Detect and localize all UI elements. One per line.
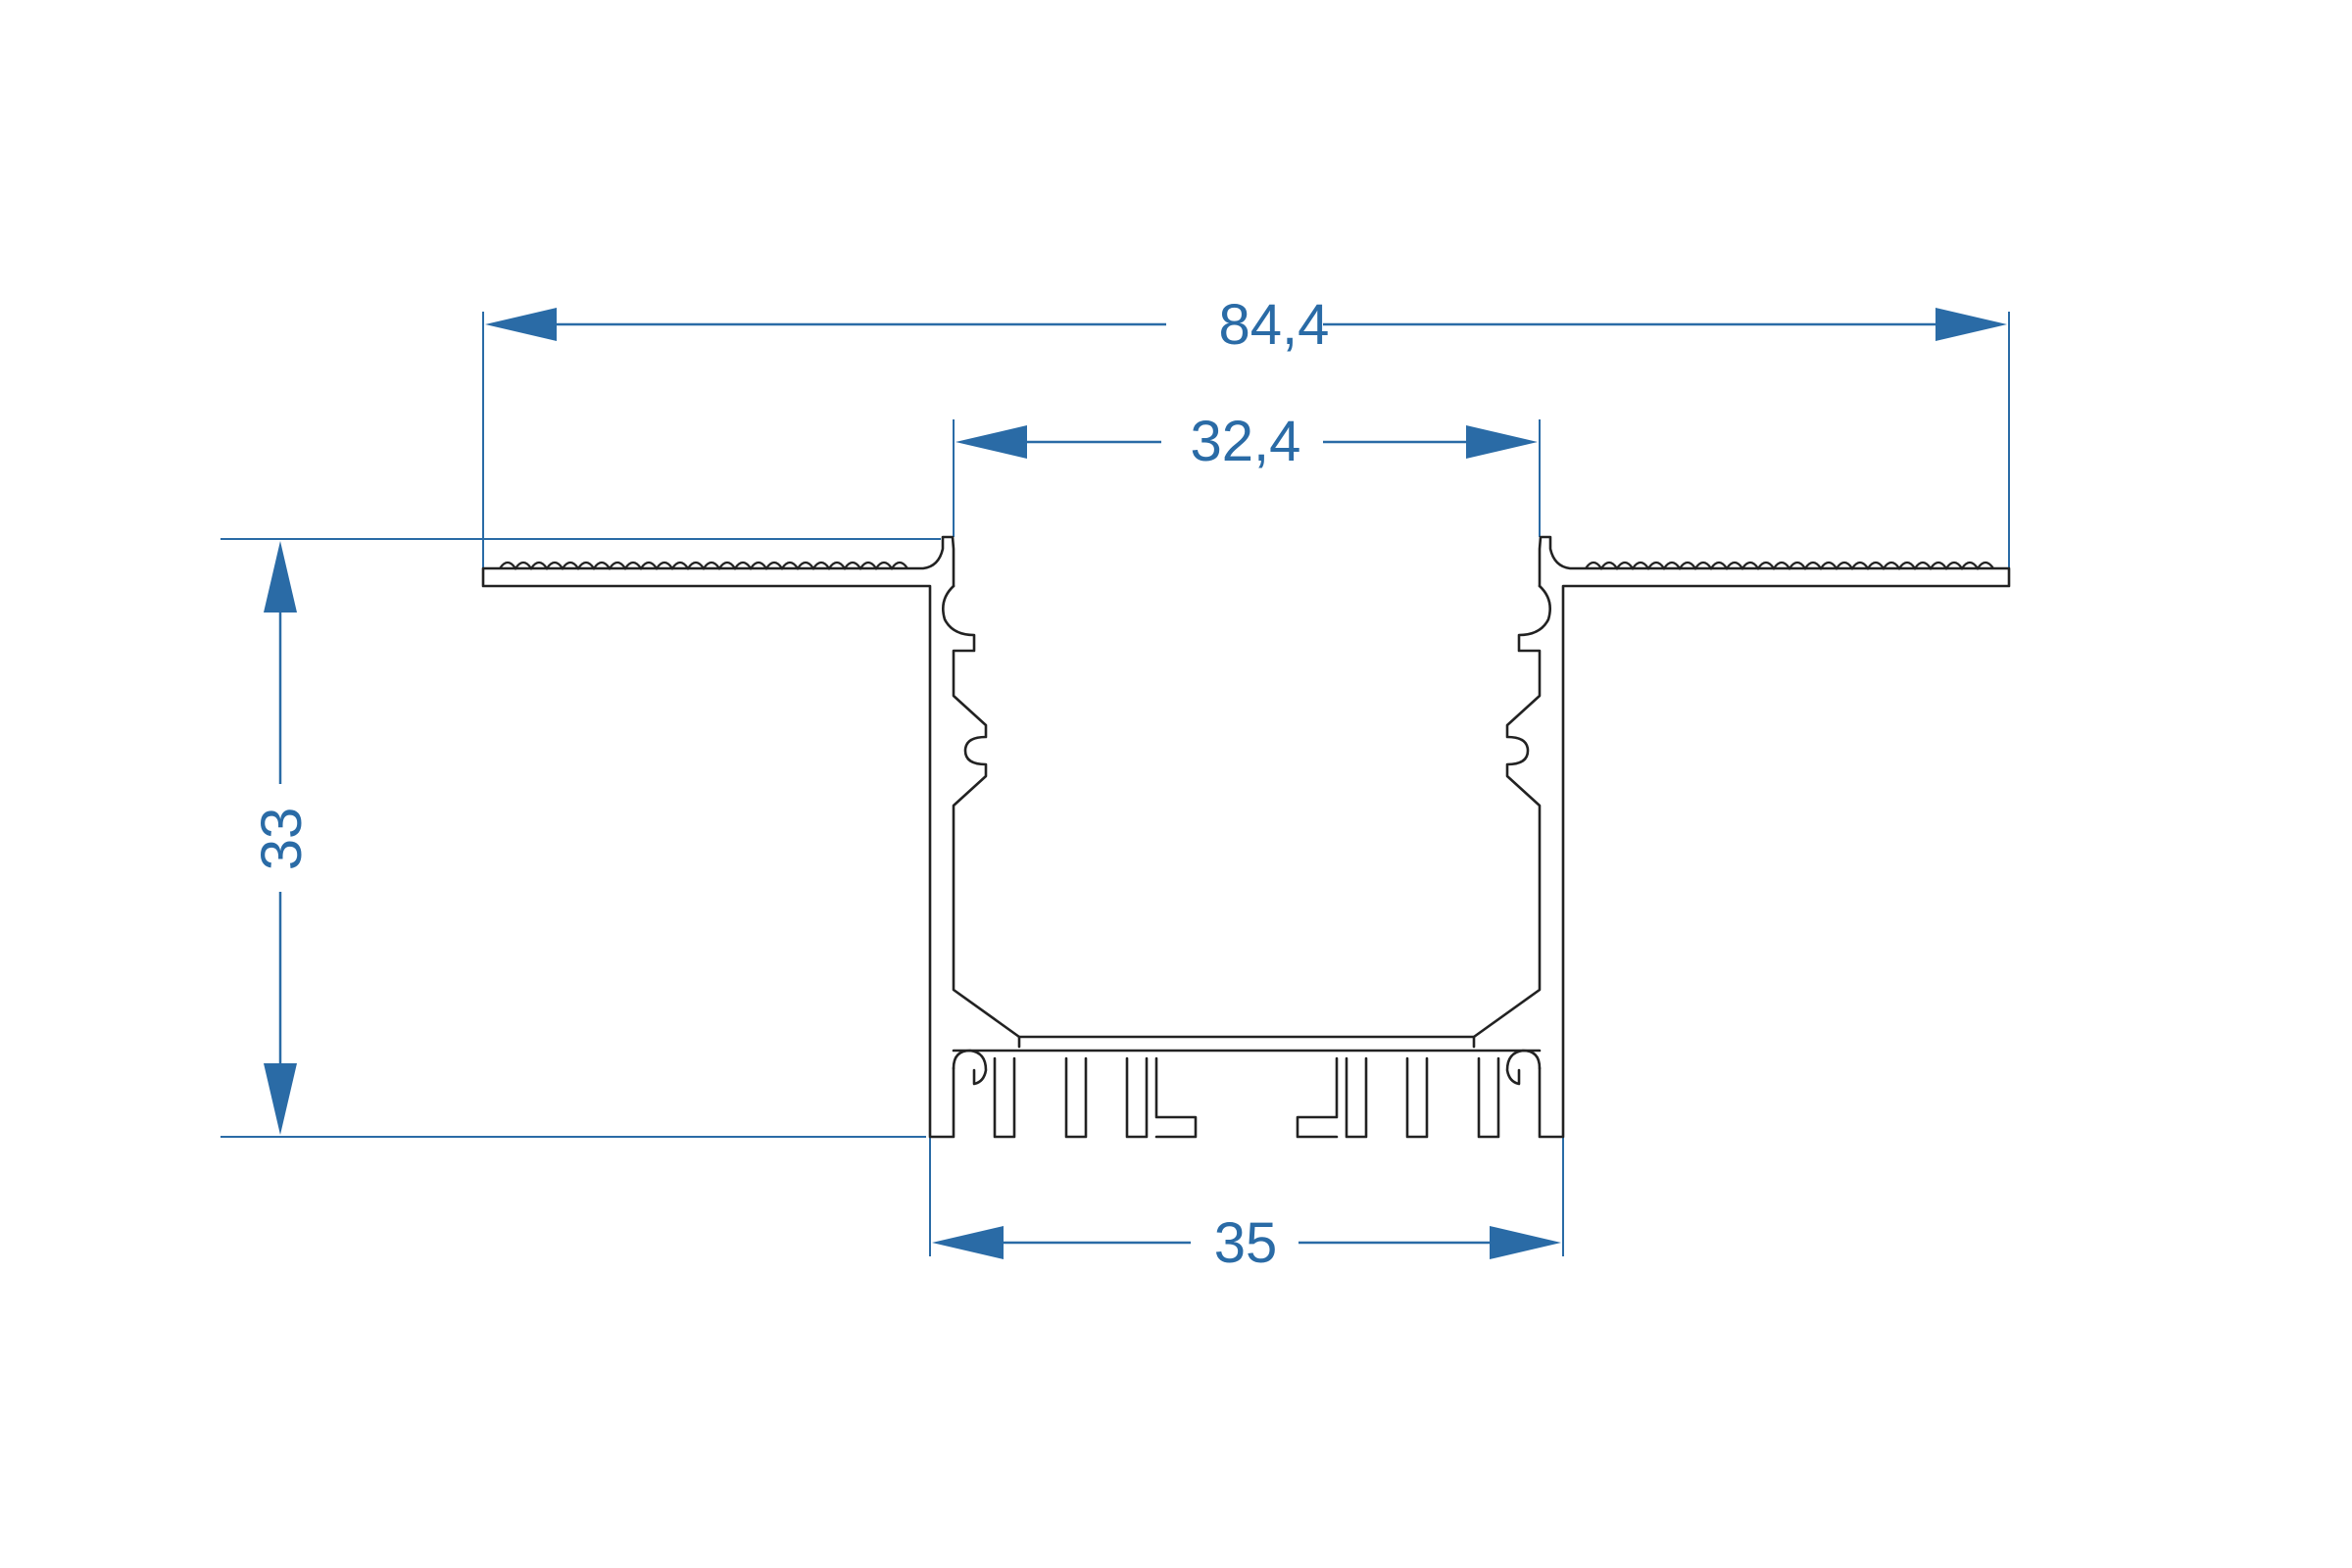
profile-outline xyxy=(481,535,2011,1139)
dimension-height: 33 xyxy=(220,538,941,1138)
arrow-body-left xyxy=(932,1226,1004,1259)
left-bottom-clip xyxy=(952,1049,988,1086)
right-flange xyxy=(1538,535,2011,1139)
arrow-overall-left xyxy=(485,308,557,341)
right-inner-wall xyxy=(1472,584,1551,1049)
left-flange xyxy=(481,535,956,1139)
label-opening-width: 32,4 xyxy=(1191,410,1301,473)
left-inner-wall xyxy=(942,584,1021,1049)
dimension-overall-width: 84,4 xyxy=(482,293,2010,582)
label-body-width: 35 xyxy=(1214,1211,1278,1275)
bottom-fins-right xyxy=(1296,1056,1500,1139)
arrow-height-top xyxy=(264,541,297,612)
label-overall-width: 84,4 xyxy=(1219,293,1330,357)
label-height: 33 xyxy=(250,808,314,871)
arrow-body-right xyxy=(1490,1226,1561,1259)
right-bottom-clip xyxy=(1505,1049,1542,1086)
arrow-overall-right xyxy=(1936,308,2007,341)
arrow-height-bottom xyxy=(264,1063,297,1135)
bottom-fins-left xyxy=(993,1056,1198,1139)
arrow-opening-left xyxy=(956,425,1027,459)
right-flange-grip-ridges xyxy=(1585,561,1994,570)
left-flange-grip-ridges xyxy=(499,561,908,570)
dimension-body-width: 35 xyxy=(929,1137,1564,1275)
arrow-opening-right xyxy=(1466,425,1538,459)
dimension-opening-width: 32,4 xyxy=(953,410,1541,537)
